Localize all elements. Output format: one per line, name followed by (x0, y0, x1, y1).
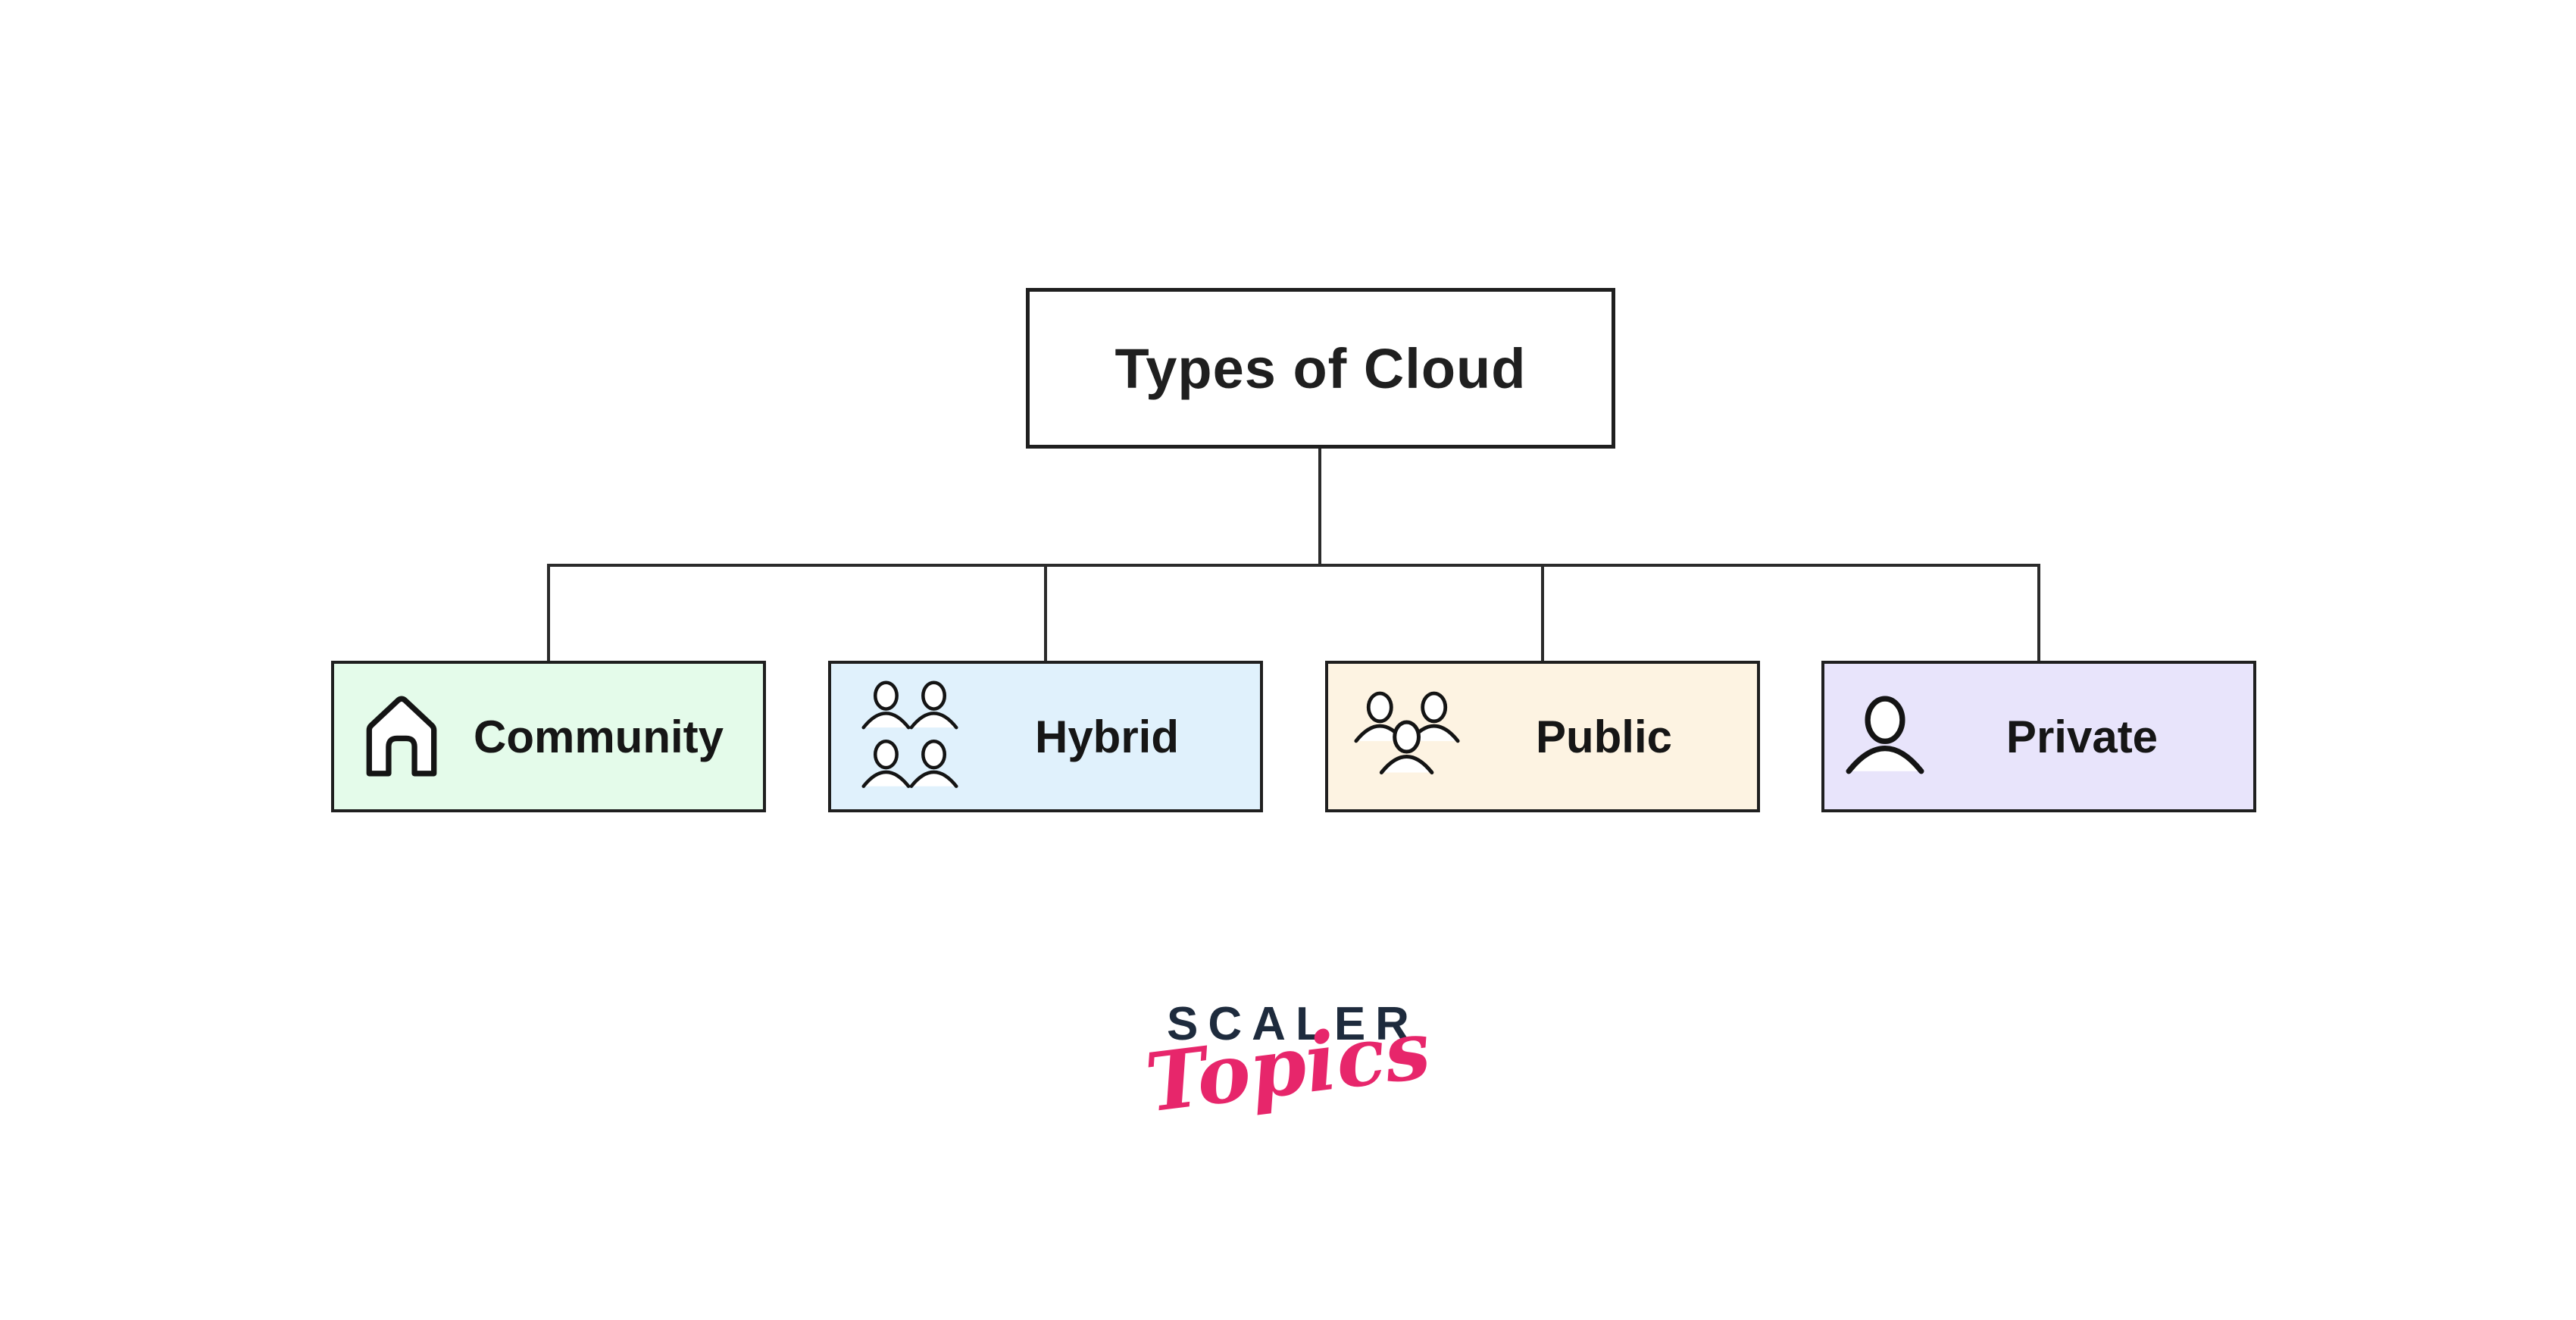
node-private: Private (1821, 661, 2256, 812)
root-node-types-of-cloud: Types of Cloud (1026, 288, 1615, 449)
scaler-topics-logo: SCALER Topics (1121, 993, 1455, 1220)
connector-horizontal-bus (547, 564, 2040, 567)
people-group-four-icon (852, 680, 968, 793)
person-icon (1846, 685, 1924, 788)
node-public: Public (1325, 661, 1760, 812)
connector-drop-community (547, 564, 550, 664)
connector-drop-hybrid (1044, 564, 1047, 664)
connector-drop-private (2037, 564, 2040, 664)
root-node-label: Types of Cloud (1114, 336, 1527, 400)
people-group-three-icon (1349, 689, 1465, 785)
connector-root-vertical (1318, 449, 1321, 565)
node-hybrid: Hybrid (828, 661, 1263, 812)
node-label-hybrid: Hybrid (1034, 711, 1180, 762)
logo-wordmark-scaler: SCALER (1167, 998, 1419, 1050)
connector-drop-public (1541, 564, 1544, 664)
node-community: Community (331, 661, 766, 812)
node-label-private: Private (2005, 711, 2159, 762)
house-icon (355, 684, 448, 789)
node-label-public: Public (1535, 711, 1673, 762)
node-label-community: Community (474, 711, 724, 762)
